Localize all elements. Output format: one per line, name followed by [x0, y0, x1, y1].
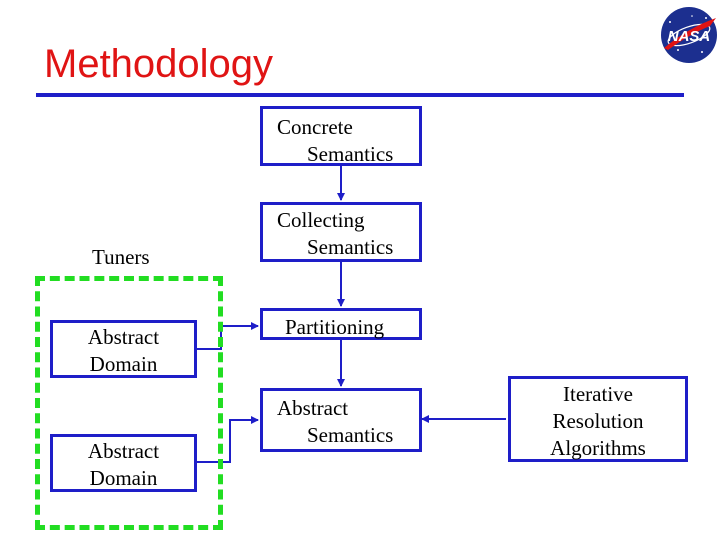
collecting-semantics-line1: Collecting — [277, 208, 365, 232]
iterative-resolution-box: Iterative Resolution Algorithms — [508, 376, 688, 462]
abstract-domain-box-1: Abstract Domain — [50, 320, 197, 378]
abstract-domain-1-line2: Domain — [89, 352, 158, 376]
abstract-domain-2-line2: Domain — [89, 466, 158, 490]
abstract-semantics-line2: Semantics — [307, 423, 394, 447]
concrete-semantics-box: Concrete Semantics — [260, 106, 422, 166]
nasa-logo: NASA — [661, 7, 717, 63]
partitioning-label: Partitioning — [285, 315, 385, 339]
iterative-resolution-line3: Algorithms — [550, 436, 646, 460]
title-underline — [36, 93, 684, 97]
abstract-domain-2-line1: Abstract — [87, 439, 160, 463]
partitioning-box: Partitioning — [260, 308, 422, 340]
concrete-semantics-line1: Concrete — [277, 115, 353, 139]
abstract-semantics-box: Abstract Semantics — [260, 388, 422, 452]
tuners-group — [35, 276, 223, 530]
collecting-semantics-box: Collecting Semantics — [260, 202, 422, 262]
iterative-resolution-line2: Resolution — [552, 409, 644, 433]
connector-domain2-to-abstract-semantics — [197, 416, 259, 463]
abstract-semantics-line1: Abstract — [277, 396, 349, 420]
abstract-domain-box-2: Abstract Domain — [50, 434, 197, 492]
concrete-semantics-line2: Semantics — [307, 142, 394, 166]
iterative-resolution-line1: Iterative — [563, 382, 633, 406]
svg-text:NASA: NASA — [668, 28, 711, 45]
tuners-label: Tuners — [92, 245, 150, 269]
abstract-domain-1-line1: Abstract — [87, 325, 160, 349]
collecting-semantics-line2: Semantics — [307, 235, 394, 259]
slide-title: Methodology — [44, 42, 274, 86]
